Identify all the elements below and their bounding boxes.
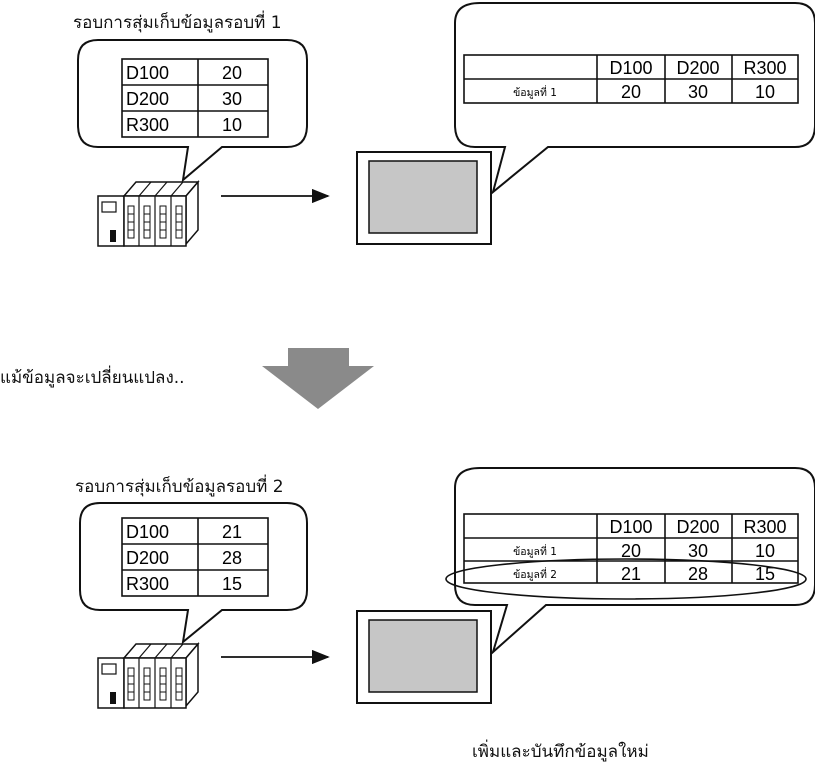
display-screen-icon — [357, 611, 491, 703]
table-header: D200 — [676, 58, 719, 78]
plc-device-label: D200 — [126, 548, 169, 568]
table-cell: 21 — [621, 564, 641, 584]
table-cell: 20 — [621, 82, 641, 102]
table-header: D100 — [609, 517, 652, 537]
bottom-display-table: D100 D200 R300 ข้อมูลที่ 1 20 30 10 ข้อม… — [464, 514, 798, 584]
top-display-table: D100 D200 R300 ข้อมูลที่ 1 20 30 10 — [464, 55, 798, 103]
down-arrow — [262, 348, 374, 409]
table-cell: 30 — [688, 541, 708, 561]
plc-icon — [98, 644, 198, 708]
plc-device-value: 21 — [222, 522, 242, 542]
table-row-label: ข้อมูลที่ 1 — [513, 85, 557, 99]
plc-device-label: D200 — [126, 89, 169, 109]
table-cell: 20 — [621, 541, 641, 561]
plc-device-value: 20 — [222, 63, 242, 83]
table-header: D100 — [609, 58, 652, 78]
table-header: D200 — [676, 517, 719, 537]
bottom-section: D100 21 D200 28 R300 15 — [80, 468, 815, 708]
table-cell: 10 — [755, 82, 775, 102]
plc-device-label: R300 — [126, 115, 169, 135]
bottom-plc-value-table: D100 21 D200 28 R300 15 — [122, 518, 268, 596]
plc-device-value: 15 — [222, 574, 242, 594]
plc-device-value: 10 — [222, 115, 242, 135]
table-cell: 28 — [688, 564, 708, 584]
plc-device-label: D100 — [126, 63, 169, 83]
plc-device-value: 30 — [222, 89, 242, 109]
top-section: D100 20 D200 30 R300 10 — [78, 3, 815, 246]
plc-device-label: R300 — [126, 574, 169, 594]
table-cell: 10 — [755, 541, 775, 561]
table-row-label: ข้อมูลที่ 2 — [513, 567, 557, 581]
display-screen-icon — [357, 152, 491, 244]
table-row-label: ข้อมูลที่ 1 — [513, 544, 557, 558]
table-header: R300 — [743, 58, 786, 78]
plc-device-label: D100 — [126, 522, 169, 542]
top-plc-value-table: D100 20 D200 30 R300 10 — [122, 59, 268, 137]
plc-icon — [98, 182, 198, 246]
table-cell: 30 — [688, 82, 708, 102]
table-header: R300 — [743, 517, 786, 537]
plc-device-value: 28 — [222, 548, 242, 568]
